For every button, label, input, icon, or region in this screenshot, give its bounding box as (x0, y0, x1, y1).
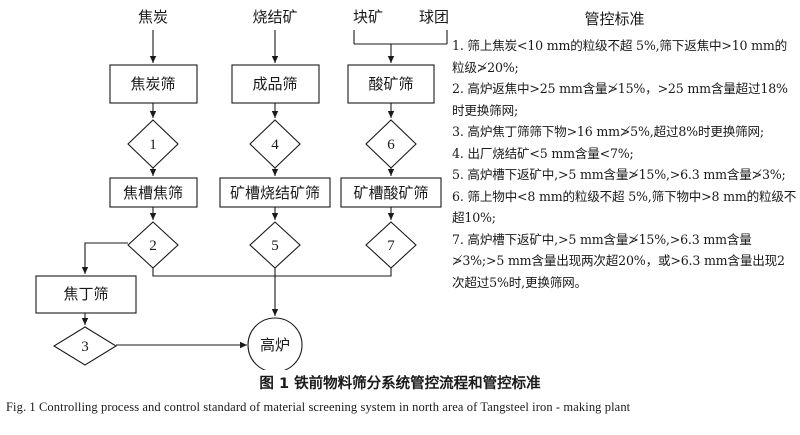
control-point-1-number: 1 (149, 137, 157, 153)
bin-acid-ore-screen-label: 矿槽酸矿筛 (353, 184, 428, 202)
control-point-6: 6 (365, 119, 417, 169)
acid-ore-screen-label: 酸矿筛 (368, 75, 413, 93)
bin-coke-screen-box: 焦槽焦筛 (109, 177, 198, 208)
control-point-4: 4 (249, 119, 301, 169)
acid-ore-screen-box: 酸矿筛 (347, 64, 435, 104)
control-point-7-number: 7 (387, 238, 395, 254)
input-pellet: 球团 (419, 8, 449, 26)
coke-screen-label: 焦炭筛 (130, 75, 175, 93)
control-point-4-number: 4 (271, 137, 279, 153)
product-screen-label: 成品筛 (252, 75, 297, 93)
control-point-5: 5 (249, 221, 301, 269)
control-point-3-number: 3 (81, 339, 89, 355)
control-point-6-number: 6 (387, 137, 395, 153)
control-point-2-number: 2 (149, 238, 157, 254)
standard-item-1: 1. 筛上焦炭<10 mm的粒级不超 5%,筛下返焦中>10 mm的粒级≯20%… (452, 38, 788, 75)
standard-item-5: 5. 高炉槽下返矿中,>5 mm含量≯15%,>6.3 mm含量≯3%; (452, 167, 786, 182)
input-sinter: 烧结矿 (252, 8, 297, 26)
control-point-2: 2 (127, 221, 179, 269)
standard-item-4: 4. 出厂烧结矿<5 mm含量<7%; (452, 145, 634, 161)
bin-sinter-screen-box: 矿槽烧结矿筛 (219, 177, 331, 208)
control-point-7: 7 (365, 221, 417, 269)
control-point-3: 3 (52, 326, 118, 366)
control-standards-title: 管控标准 (584, 10, 645, 28)
connectors (81, 30, 448, 349)
standard-item-3: 3. 高炉焦丁筛筛下物>16 mm≯5%,超过8%时更换筛网; (452, 124, 764, 139)
figure-caption-english: Fig. 1 Controlling process and control s… (6, 400, 631, 414)
standard-item-2: 2. 高炉返焦中>25 mm含量≯15%，>25 mm含量超过18%时更换筛网; (452, 81, 788, 118)
input-lump-ore: 块矿 (353, 8, 383, 26)
control-standards-panel: 管控标准 1. 筛上焦炭<10 mm的粒级不超 5%,筛下返焦中>10 mm的粒… (452, 8, 797, 293)
figure-caption-chinese: 图 1 铁前物料筛分系统管控流程和管控标准 (259, 376, 541, 392)
standard-item-7: 7. 高炉槽下返矿中,>5 mm含量≯15%,>6.3 mm含量≯3%;>5 m… (452, 231, 785, 290)
coke-nut-screen-label: 焦丁筛 (63, 285, 108, 303)
product-screen-box: 成品筛 (231, 64, 320, 104)
blast-furnace-node: 高炉 (247, 317, 303, 370)
standard-item-6: 6. 筛上物中<8 mm的粒级不超 5%,筛下物中>8 mm的粒级不超10%; (452, 188, 797, 226)
control-point-5-number: 5 (271, 238, 279, 254)
bin-coke-screen-label: 焦槽焦筛 (123, 184, 183, 202)
bin-acid-ore-screen-box: 矿槽酸矿筛 (340, 177, 442, 208)
coke-nut-screen-box: 焦丁筛 (35, 275, 137, 314)
blast-furnace-label: 高炉 (260, 336, 290, 354)
coke-screen-box: 焦炭筛 (109, 64, 198, 104)
control-point-1: 1 (127, 119, 179, 169)
bin-sinter-screen-label: 矿槽烧结矿筛 (230, 184, 320, 202)
input-coke: 焦炭 (138, 8, 168, 26)
screening-flow-diagram: 焦炭 烧结矿 块矿 球团 焦炭筛 成品筛 酸矿筛 1 4 6 焦槽焦筛 矿槽烧结… (35, 8, 449, 370)
